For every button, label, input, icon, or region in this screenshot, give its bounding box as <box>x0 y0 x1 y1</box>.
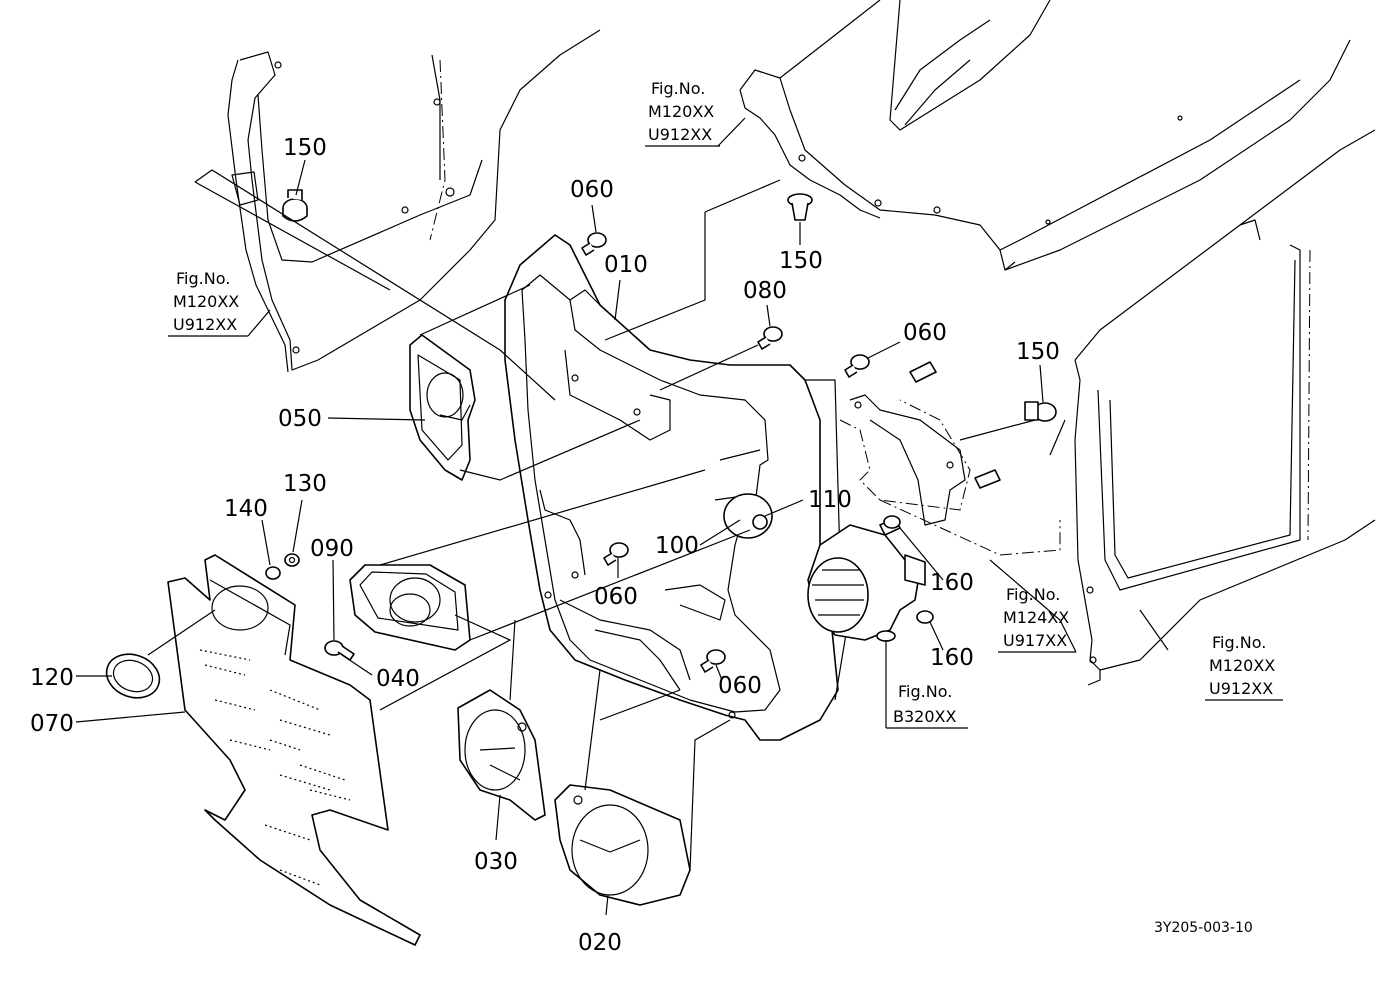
bolt-160-lower <box>916 610 934 624</box>
nut-130 <box>284 553 300 567</box>
fig-ref-mid-code2: U917XX <box>1003 631 1067 650</box>
fig-ref-right: Fig.No. M120XX U912XX <box>1209 633 1275 698</box>
bolt-060-upper-right <box>844 354 870 378</box>
bolt-090 <box>324 640 355 661</box>
callout-070: 070 <box>30 711 74 737</box>
fig-ref-headlight-title: Fig.No. <box>898 682 952 701</box>
washer-140 <box>265 566 281 580</box>
fig-ref-mid-title: Fig.No. <box>1006 585 1060 604</box>
callout-120: 120 <box>30 665 74 691</box>
fig-ref-top-code2: U912XX <box>648 125 712 144</box>
bolt-150-right <box>1024 401 1057 422</box>
callout-060-top: 060 <box>570 177 614 203</box>
cab-roof-upper <box>739 0 1351 271</box>
bolt-080 <box>757 326 783 350</box>
fig-ref-right-code1: M120XX <box>1209 656 1275 675</box>
callout-010: 010 <box>604 252 648 278</box>
lamp-surround-020 <box>554 784 691 906</box>
callout-050: 050 <box>278 406 322 432</box>
callout-150-right: 150 <box>1016 339 1060 365</box>
callout-060-lower: 060 <box>718 673 762 699</box>
fig-ref-middle-right: Fig.No. M124XX U917XX <box>1003 585 1069 650</box>
fig-ref-top-code1: M120XX <box>648 102 714 121</box>
grille-frame-010 <box>504 234 851 741</box>
bolt-060-lower <box>700 649 726 673</box>
callout-060-upper-right: 060 <box>903 320 947 346</box>
bolt-060-top <box>581 232 607 256</box>
fig-ref-left-title: Fig.No. <box>176 269 230 288</box>
callout-100: 100 <box>655 533 699 559</box>
lamp-surround-030 <box>457 689 546 821</box>
headlight <box>807 524 926 642</box>
fig-ref-headlight: Fig.No. B320XX <box>893 682 956 726</box>
callout-040: 040 <box>376 666 420 692</box>
callout-020: 020 <box>578 930 622 956</box>
emblem-120 <box>105 653 161 699</box>
callout-150-left: 150 <box>283 135 327 161</box>
fig-ref-top: Fig.No. M120XX U912XX <box>648 79 714 144</box>
right-cab-panel <box>1074 129 1376 686</box>
callout-110: 110 <box>808 487 852 513</box>
callout-140: 140 <box>224 496 268 522</box>
callout-090: 090 <box>310 536 354 562</box>
bolt-150-top <box>787 193 813 221</box>
headlight-bracket <box>839 361 1061 556</box>
leader-lines <box>75 117 1169 916</box>
document-id: 3Y205-003-10 <box>1154 920 1253 936</box>
lamp-housing-050 <box>409 334 476 481</box>
bolt-160-upper <box>883 515 901 529</box>
callout-030: 030 <box>474 849 518 875</box>
callout-060-middle: 060 <box>594 584 638 610</box>
callout-labels: 150 060 010 150 080 060 150 050 140 130 … <box>30 135 1060 956</box>
callout-160-upper: 160 <box>930 570 974 596</box>
callout-130: 130 <box>283 471 327 497</box>
fig-ref-top-title: Fig.No. <box>651 79 705 98</box>
fig-ref-underlines <box>168 145 1283 729</box>
fig-ref-left-code1: M120XX <box>173 292 239 311</box>
front-grille-070 <box>167 554 421 946</box>
fig-ref-mid-code1: M124XX <box>1003 608 1069 627</box>
fig-ref-headlight-code: B320XX <box>893 707 956 726</box>
grille-mesh <box>199 649 351 886</box>
fig-ref-right-title: Fig.No. <box>1212 633 1266 652</box>
bolt-060-middle <box>603 542 629 566</box>
left-cab-panel <box>227 29 601 373</box>
callout-150-top: 150 <box>779 248 823 274</box>
lamp-housing-040 <box>349 564 471 651</box>
fig-ref-right-code2: U912XX <box>1209 679 1273 698</box>
callout-080: 080 <box>743 278 787 304</box>
fig-ref-left: Fig.No. M120XX U912XX <box>173 269 239 334</box>
callout-160-lower: 160 <box>930 645 974 671</box>
fig-ref-left-code2: U912XX <box>173 315 237 334</box>
